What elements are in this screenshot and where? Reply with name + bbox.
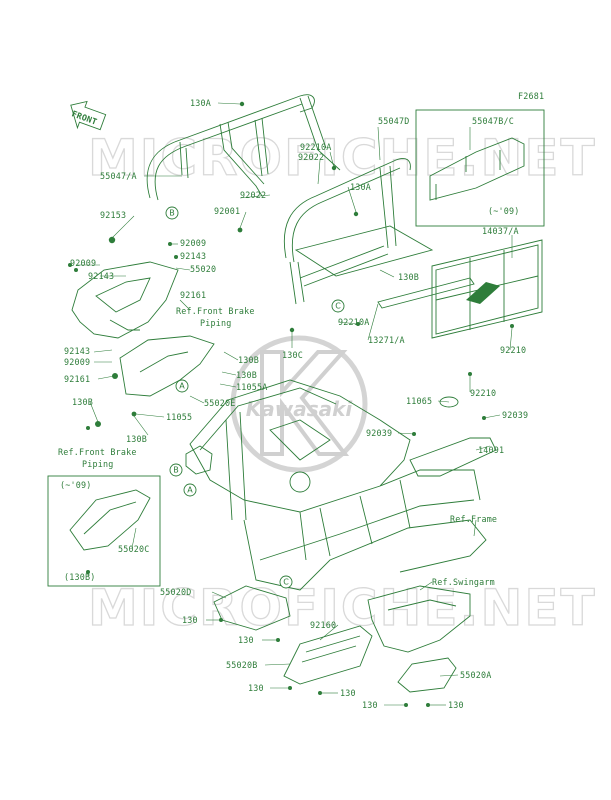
label-92009-c: 92009 [64,357,90,367]
label-92161-a: 92161 [180,290,206,300]
label-92039-a: 92039 [502,410,528,420]
label-130B-e: 130B [126,434,147,444]
label-130-e: 130 [362,700,378,710]
callout-C-top: C [331,299,345,313]
kawasaki-logo-watermark: Kawasaki [230,335,368,473]
reflector-strip [377,277,475,309]
inset-box-55047bc [415,109,545,227]
callout-A-left: A [175,379,189,393]
label-ref-frame: Ref.Frame [450,514,497,524]
svg-text:A: A [179,382,185,391]
rear-guard-bar [283,158,411,305]
label-11065: 11065 [406,396,432,406]
label-ref-fbp-1: Ref.Front Brake [176,306,255,316]
callout-B-top: B [165,206,179,220]
label-130B-c: 130B [236,370,257,380]
label-92039-b: 92039 [366,428,392,438]
label-130-f: 130 [448,700,464,710]
label-92143-b: 92143 [88,271,114,281]
label-130B-a: 130B [398,272,419,282]
label-130A-mid: 130A [350,182,371,192]
skid-plate-55020b [283,625,373,685]
label-55020B: 55020B [226,660,257,670]
label-92001: 92001 [214,206,240,216]
cover-14091 [409,437,497,477]
part-labels: 130A 55047D 55047B/C 92210A 92022 55047/… [58,98,528,710]
callout-C-bottom: C [279,575,293,589]
front-fender [71,261,179,339]
svg-text:B: B [173,466,179,475]
label-92022-b: 92022 [240,190,266,200]
label-55047A: 55047/A [100,171,137,181]
rear-deck-plate [294,225,434,277]
label-55047D: 55047D [378,116,409,126]
label-55020: 55020 [190,264,216,274]
label-130C: 130C [282,350,303,360]
svg-text:C: C [335,302,341,311]
label-130B-d: 130B [72,397,93,407]
guard-bar-inset-part [429,137,525,201]
label-92153: 92153 [100,210,126,220]
label-92160: 92160 [310,620,336,630]
label-130-a: 130 [182,615,198,625]
label-55047BC: 55047B/C [472,116,514,126]
label-to09-a: (~'09) [488,206,519,216]
label-ref-fbp-4: Piping [82,459,113,469]
label-130B-f: (130B) [64,572,95,582]
label-130-b: 130 [238,635,254,645]
front-guard-bar [146,94,341,201]
watermark-bottom: MICROFICHE.NET [88,579,597,637]
label-55020C: 55020C [118,544,149,554]
label-92143-a: 92143 [180,251,206,261]
label-130-c: 130 [248,683,264,693]
label-92009-a: 92009 [180,238,206,248]
inset-bracket-55020c [69,489,151,551]
label-92022-a: 92022 [298,152,324,162]
label-ref-swingarm: Ref.Swingarm [432,577,495,587]
inset-box-55020c [47,475,161,587]
label-ref-fbp-3: Ref.Front Brake [58,447,137,457]
label-to09-b: (~'09) [60,480,91,490]
figure-code: F2681 [518,91,544,101]
label-14091: 14091 [478,445,504,455]
label-55020D: 55020D [160,587,191,597]
svg-text:A: A [187,486,193,495]
fastener-bolts [68,101,514,707]
main-frame [185,379,487,591]
label-13271A: 13271/A [368,335,405,345]
skid-plate-55020a [397,657,457,693]
label-130B-b: 130B [238,355,259,365]
label-11055A: 11055A [236,382,267,392]
label-92210A-mid: 92210A [338,317,369,327]
leader-lines [76,102,513,706]
cargo-net-panel [431,239,543,339]
label-92009-b: 92009 [70,258,96,268]
swingarm [367,585,471,653]
label-92210-a: 92210 [500,345,526,355]
label-130A-top: 130A [190,98,211,108]
label-92161-b: 92161 [64,374,90,384]
label-130-d: 130 [340,688,356,698]
svg-text:B: B [169,209,175,218]
label-92210-b: 92210 [470,388,496,398]
fender-bracket-55020e [119,335,215,397]
label-14037A: 14037/A [482,226,519,236]
callout-B-left: B [169,463,183,477]
cap-11065 [439,396,459,408]
label-11055: 11055 [166,412,192,422]
svg-text:C: C [283,578,289,587]
label-ref-fbp-2: Piping [200,318,231,328]
label-92143-c: 92143 [64,346,90,356]
label-92210A-top: 92210A [300,142,331,152]
callout-A-frame: A [183,483,197,497]
label-55020E: 55020E [204,398,235,408]
label-55020A: 55020A [460,670,491,680]
kawasaki-logo-text: Kawasaki [246,397,354,421]
